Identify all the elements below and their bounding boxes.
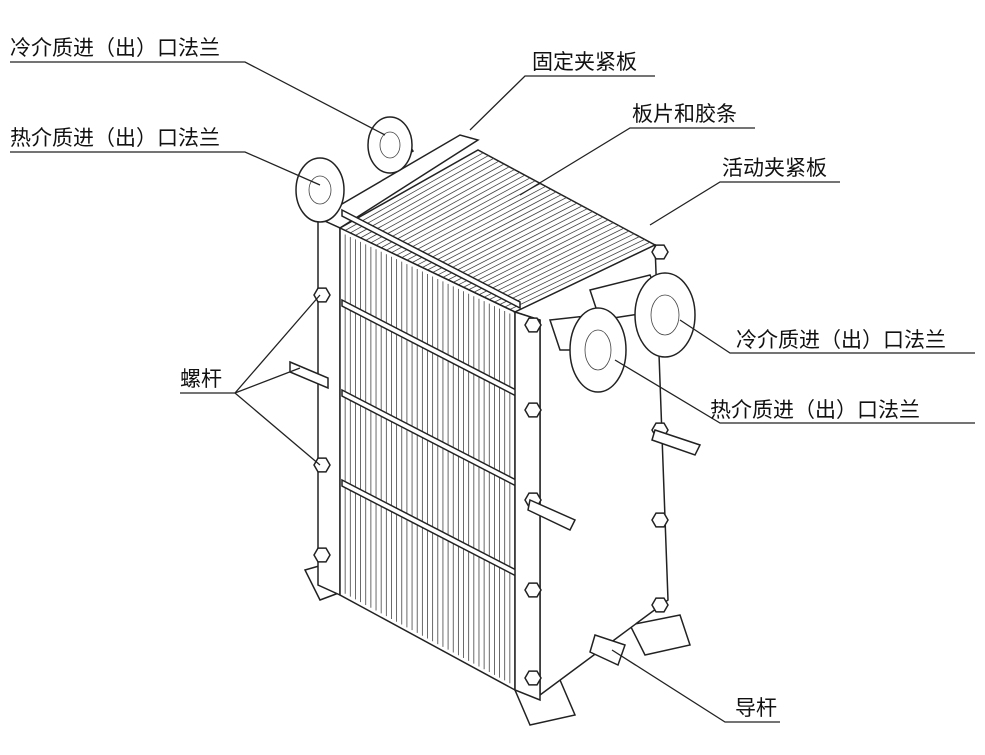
plate-top-line [396, 180, 536, 256]
plate-top-line [355, 158, 494, 236]
nut-icon [524, 317, 542, 333]
plate-top-line [473, 222, 614, 293]
plate-top-line [375, 169, 515, 246]
plate-pack-plates [344, 234, 511, 684]
plate-top-line [406, 185, 546, 261]
plate-top-line [442, 205, 583, 278]
plate-top-line [401, 183, 541, 258]
plate-top-line [437, 202, 578, 276]
plate-top-line [380, 172, 520, 249]
label-movable-plate: 活动夹紧板 [722, 156, 827, 180]
label-cold-flange-left: 冷介质进（出）口法兰 [10, 36, 220, 60]
plate-top-line [360, 160, 500, 239]
plate-top-line [391, 177, 531, 254]
plate-top-line [483, 227, 624, 298]
plate-top-line [453, 211, 593, 283]
plate-top-line [494, 233, 635, 303]
plate-top-line [386, 174, 526, 251]
flange-cold-right [589, 272, 696, 358]
plate-top-line [370, 166, 510, 244]
nut-icon [313, 457, 331, 473]
bolt-rods [341, 208, 521, 580]
label-plates-gaskets: 板片和胶条 [632, 102, 737, 126]
label-cold-flange-right: 冷介质进（出）口法兰 [736, 328, 946, 352]
plate-top-line [468, 219, 609, 291]
plate-top-line [458, 213, 598, 286]
nut-icon [651, 597, 669, 613]
label-bolts: 螺杆 [180, 367, 222, 391]
nut-icon [651, 244, 669, 260]
plate-top-line [432, 199, 572, 273]
label-hot-flange-left: 热介质进（出）口法兰 [10, 126, 220, 150]
plate-top-line [422, 194, 562, 268]
plate-top-line [350, 155, 489, 234]
plate-top-line [344, 152, 484, 231]
nut-icon [313, 287, 331, 303]
plate-top-line [463, 216, 604, 288]
plate-top-line [417, 191, 557, 266]
flange-hot-left [295, 157, 345, 223]
label-fixed-plate: 固定夹紧板 [532, 50, 637, 74]
plate-top-line [478, 225, 619, 296]
nut-icon [524, 582, 542, 598]
label-guide-bar: 导杆 [735, 696, 777, 720]
flange-hot-right [548, 307, 627, 393]
nut-icon [313, 547, 331, 563]
plate-top-line [447, 208, 588, 281]
bolt-ends [289, 360, 702, 667]
guide-bar-end [589, 634, 626, 667]
plate-top-line [499, 236, 640, 305]
plate-top-line [427, 197, 567, 271]
flange-cold-left [367, 116, 415, 174]
plate-top-line [504, 239, 645, 308]
leader-lines [10, 61, 975, 723]
nut-icon [524, 670, 542, 686]
nut-icon [651, 512, 669, 528]
plate-top-line [489, 230, 630, 301]
plate-top-line [509, 241, 650, 310]
label-hot-flange-right: 热介质进（出）口法兰 [710, 398, 920, 422]
plate-top-line [365, 163, 505, 241]
nut-icon [524, 402, 542, 418]
plate-top-line [411, 188, 552, 263]
plate-pack-top-lines [344, 152, 650, 310]
